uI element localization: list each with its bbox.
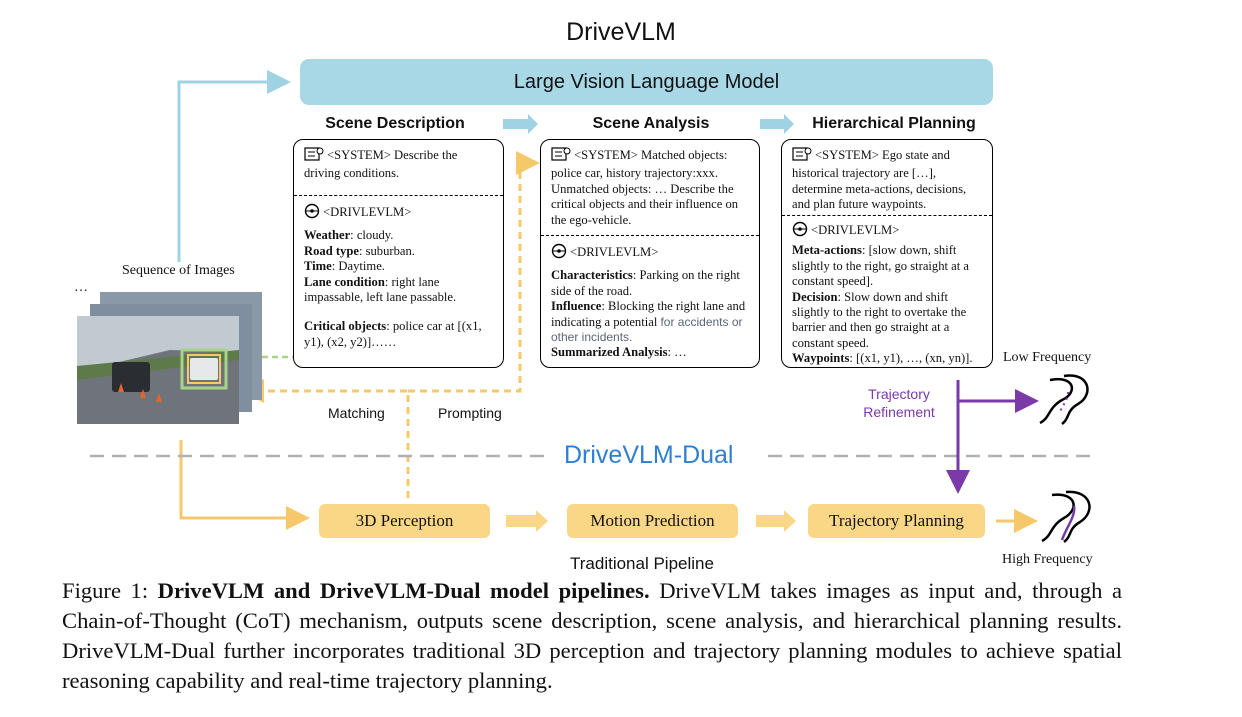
- model-label: <DRIVLEVLM>: [811, 223, 900, 237]
- sequence-ellipsis: …: [74, 280, 88, 295]
- motion-prediction-box: Motion Prediction: [567, 504, 738, 538]
- model-label: <DRIVLEVLM>: [570, 245, 659, 259]
- low-frequency-label: Low Frequency: [1003, 350, 1092, 365]
- stage-scene-description: Scene Description: [325, 115, 465, 132]
- hierarchical-planning-panel: <SYSTEM> Ego state and historical trajec…: [781, 139, 993, 368]
- prompting-label: Prompting: [438, 405, 502, 421]
- stage-arrow-2: [760, 114, 794, 134]
- stage-arrow-1: [503, 114, 538, 134]
- pipe-arrow-1: [506, 510, 548, 532]
- dual-label: DriveVLM-Dual: [564, 441, 734, 469]
- steering-wheel-icon: [304, 203, 320, 223]
- scene-description-panel: <SYSTEM> Describe the driving conditions…: [293, 139, 504, 368]
- images-to-perception-arrow: [179, 440, 310, 530]
- steering-wheel-icon: [551, 243, 567, 263]
- traditional-pipeline-label: Traditional Pipeline: [570, 554, 714, 573]
- steering-wheel-icon: [792, 221, 808, 241]
- perception-box: 3D Perception: [319, 504, 490, 538]
- high-frequency-label: High Frequency: [1002, 552, 1093, 567]
- sequence-label: Sequence of Images: [122, 263, 235, 278]
- trajectory-planning-box: Trajectory Planning: [808, 504, 985, 538]
- scene-analysis-panel: <SYSTEM> Matched objects: police car, hi…: [540, 139, 760, 368]
- model-label: <DRIVLEVLM>: [323, 205, 412, 219]
- road-high-frequency-icon: [1041, 490, 1091, 543]
- matching-label: Matching: [328, 405, 385, 421]
- system-doc-icon: [304, 147, 324, 166]
- stage-scene-analysis: Scene Analysis: [592, 115, 710, 132]
- system-doc-icon: [551, 147, 571, 166]
- system-prompt: <SYSTEM> Matched objects: police car, hi…: [551, 148, 739, 227]
- road-low-frequency-icon: [1039, 374, 1089, 425]
- system-prompt: <SYSTEM> Describe the driving conditions…: [304, 148, 458, 181]
- stage-hierarchical-planning: Hierarchical Planning: [812, 115, 976, 132]
- pipe-arrow-2: [756, 510, 796, 532]
- system-prompt: <SYSTEM> Ego state and historical trajec…: [792, 148, 967, 212]
- image-stack: [77, 292, 262, 424]
- images-to-llm-arrow: [177, 70, 291, 262]
- refinement-label: Trajectory Refinement: [863, 386, 935, 420]
- figure-caption: Figure 1: DriveVLM and DriveVLM-Dual mod…: [62, 578, 1122, 693]
- system-doc-icon: [792, 147, 812, 166]
- diagram-title: DriveVLM: [566, 18, 676, 46]
- llm-bar: Large Vision Language Model: [300, 59, 993, 105]
